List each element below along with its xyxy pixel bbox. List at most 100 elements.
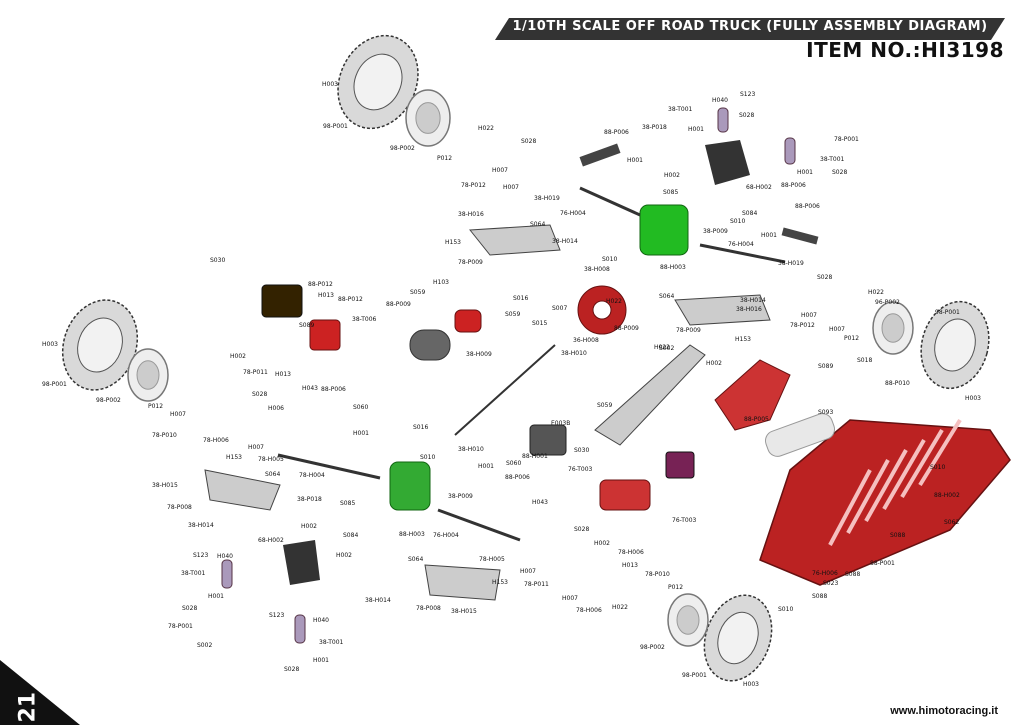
- part-label: S018: [857, 357, 872, 364]
- part-label: S030: [210, 257, 225, 264]
- steering-bellcrank: [309, 319, 341, 351]
- receiver: [665, 451, 695, 479]
- part-label: H003: [743, 681, 759, 688]
- part-label: S064: [265, 471, 280, 478]
- part-label: 88-P012: [338, 296, 363, 303]
- part-label: P012: [668, 584, 683, 591]
- part-label: H013: [318, 292, 334, 299]
- part-label: 98-P001: [682, 672, 707, 679]
- part-label: S084: [343, 532, 358, 539]
- part-label: 78-H005: [258, 456, 284, 463]
- part-label: 78-P010: [152, 432, 177, 439]
- part-label: E003B: [551, 420, 570, 427]
- part-label: S060: [506, 460, 521, 467]
- battery-pack: [764, 413, 836, 457]
- rear-gearbox: [639, 204, 689, 256]
- part-label: H022: [478, 125, 494, 132]
- part-label: P012: [844, 335, 859, 342]
- part-label: 78-P008: [167, 504, 192, 511]
- part-label: S093: [818, 409, 833, 416]
- part-label: 78-P012: [461, 182, 486, 189]
- part-label: H043: [302, 385, 318, 392]
- part-label: S028: [284, 666, 299, 673]
- esc-unit: [529, 424, 567, 456]
- part-label: 38-H014: [552, 238, 578, 245]
- part-label: 88-P001: [870, 560, 895, 567]
- part-label: S064: [408, 556, 423, 563]
- part-label: 76-H004: [433, 532, 459, 539]
- part-label: S085: [663, 189, 678, 196]
- chassis-slot: [846, 459, 890, 534]
- part-label: S088: [812, 593, 827, 600]
- part-label: 88-P009: [386, 301, 411, 308]
- part-label: 78-P008: [416, 605, 441, 612]
- part-label: 88-P006: [321, 386, 346, 393]
- part-label: S059: [505, 311, 520, 318]
- part-label: S123: [269, 612, 284, 619]
- part-label: S123: [740, 91, 755, 98]
- part-label: S064: [530, 221, 545, 228]
- part-label: H001: [797, 169, 813, 176]
- part-label: 88-H003: [399, 531, 425, 538]
- part-label: S028: [574, 526, 589, 533]
- part-label: H002: [336, 552, 352, 559]
- part-label: 88-P010: [885, 380, 910, 387]
- item-number: ITEM NO.:HI3198: [806, 38, 1004, 62]
- part-label: H003: [322, 81, 338, 88]
- part-label: 98-P002: [390, 145, 415, 152]
- part-label: 38-H015: [152, 482, 178, 489]
- part-label: S028: [182, 605, 197, 612]
- part-label: H002: [301, 523, 317, 530]
- part-label: S010: [730, 218, 745, 225]
- part-label: H013: [275, 371, 291, 378]
- part-label: S002: [197, 642, 212, 649]
- part-label: H001: [313, 657, 329, 664]
- part-label: H002: [706, 360, 722, 367]
- part-label: 88-P006: [795, 203, 820, 210]
- link-rod: [579, 143, 621, 167]
- part-label: 38-H019: [534, 195, 560, 202]
- part-label: 88-P005: [744, 416, 769, 423]
- part-label: 76-T003: [568, 466, 593, 473]
- wheel-hub: [881, 313, 905, 343]
- part-label: 38-T001: [319, 639, 344, 646]
- part-label: 38-H015: [451, 608, 477, 615]
- part-label: H007: [503, 184, 519, 191]
- part-label: H040: [313, 617, 329, 624]
- part-label: H003: [965, 395, 981, 402]
- part-label: S016: [413, 424, 428, 431]
- page-number: 21: [15, 691, 41, 723]
- front-gearbox: [389, 461, 431, 511]
- part-label: 76-T003: [672, 517, 697, 524]
- part-label: S060: [353, 404, 368, 411]
- part-label: S064: [659, 293, 674, 300]
- part-label: 88-P006: [604, 129, 629, 136]
- part-label: H022: [612, 604, 628, 611]
- wheel-hub: [415, 102, 441, 134]
- part-label: H001: [688, 126, 704, 133]
- part-label: 78-H006: [576, 607, 602, 614]
- part-label: 38-H014: [740, 297, 766, 304]
- part-label: 38-T001: [668, 106, 693, 113]
- part-label: H002: [664, 172, 680, 179]
- part-label: S023: [823, 580, 838, 587]
- part-label: S010: [930, 464, 945, 471]
- part-label: H001: [761, 232, 777, 239]
- part-label: H040: [712, 97, 728, 104]
- part-label: H007: [520, 568, 536, 575]
- part-label: S030: [574, 447, 589, 454]
- shock-tower: [283, 540, 320, 585]
- page-title: 1/10TH SCALE OFF ROAD TRUCK (FULLY ASSEM…: [512, 19, 988, 34]
- part-label: S089: [299, 322, 314, 329]
- part-label: 38-H014: [365, 597, 391, 604]
- part-label: H003: [42, 341, 58, 348]
- part-label: 38-H009: [466, 351, 492, 358]
- part-label: H002: [230, 353, 246, 360]
- motor-mount: [454, 309, 482, 333]
- part-label: 38-H010: [561, 350, 587, 357]
- part-label: 68-H002: [746, 184, 772, 191]
- part-label: 88-H001: [522, 453, 548, 460]
- part-label: S085: [340, 500, 355, 507]
- tire: [61, 299, 139, 391]
- part-label: H043: [532, 499, 548, 506]
